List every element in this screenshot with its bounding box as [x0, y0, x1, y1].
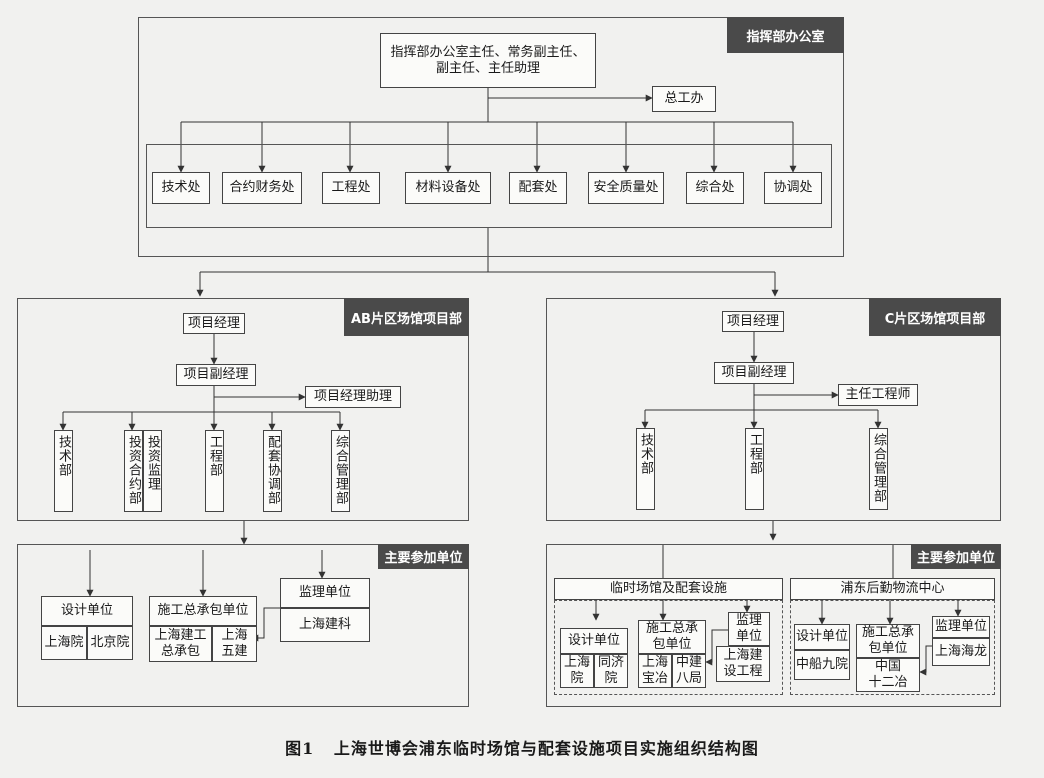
c-temp-design-unit: 设计单位: [560, 628, 628, 654]
hq-dept-materials: 材料设备处: [405, 172, 491, 204]
ab-dept-investment-contract: 投资合约部: [124, 430, 143, 512]
ab-contractor-shjg: 上海建工 总承包: [149, 626, 212, 662]
c-temp-venues-title: 临时场馆及配套设施: [554, 578, 783, 600]
ab-supervisor-unit: 监理单位: [280, 578, 370, 608]
ab-dept-investment-supervision-label: 投资监理: [145, 435, 160, 491]
ab-dept-supporting-coordination-label: 配套协调部: [265, 435, 280, 505]
ab-tag: AB片区场馆项目部: [344, 298, 469, 336]
c-logistics-supervisor-hailong: 上海海龙: [932, 638, 990, 666]
c-chief-engineer: 主任工程师: [838, 384, 918, 406]
ab-dept-investment-contract-label: 投资合约部: [126, 435, 141, 505]
hq-dept-supporting: 配套处: [509, 172, 567, 204]
hq-dept-contract-finance: 合约财务处: [222, 172, 302, 204]
c-logistics-contractor-mcc12: 中国 十二冶: [856, 658, 920, 692]
figure-caption: 图1 上海世博会浦东临时场馆与配套设施项目实施组织结构图: [0, 735, 1044, 759]
c-logistics-design-csic9: 中船九院: [794, 650, 850, 680]
hq-dept-coordination: 协调处: [764, 172, 822, 204]
c-temp-venues-group: [554, 600, 783, 695]
c-temp-contractor-zj8: 中建 八局: [672, 654, 706, 688]
c-units-tag: 主要参加单位: [911, 544, 1001, 569]
ab-units-frame: [17, 544, 469, 707]
c-dept-technical: 技术部: [636, 428, 655, 510]
hq-dept-engineering: 工程处: [322, 172, 380, 204]
c-dept-general-management-label: 综合管理部: [871, 433, 886, 503]
ab-dept-technical: 技术部: [54, 430, 73, 512]
c-deputy-manager: 项目副经理: [714, 362, 794, 384]
ab-design-unit: 设计单位: [41, 596, 133, 626]
ab-dept-investment-supervision: 投资监理: [143, 430, 162, 512]
c-units-frame: [546, 544, 1001, 707]
c-temp-design-sh: 上海 院: [560, 654, 594, 688]
hq-dept-safety-quality: 安全质量处: [588, 172, 664, 204]
c-temp-supervisor-shjs: 上海建 设工程: [716, 646, 770, 682]
figure-number: 图1: [285, 739, 315, 758]
c-temp-contractor-unit: 施工总承 包单位: [638, 620, 706, 654]
c-dept-engineering-label: 工程部: [747, 433, 762, 475]
ab-project-manager: 项目经理: [183, 313, 245, 334]
c-dept-engineering: 工程部: [745, 428, 764, 510]
ab-manager-assistant: 项目经理助理: [305, 386, 401, 408]
c-temp-design-tj: 同济 院: [594, 654, 628, 688]
c-dept-technical-label: 技术部: [638, 433, 653, 475]
ab-frame: [17, 298, 469, 521]
ab-dept-engineering: 工程部: [205, 430, 224, 512]
c-logistics-supervisor-unit: 监理单位: [932, 616, 990, 638]
c-logistics-contractor-unit: 施工总承 包单位: [856, 624, 920, 658]
ab-design-unit-sh: 上海院: [41, 626, 87, 660]
hq-departments-frame: [146, 144, 832, 228]
c-dept-general-management: 综合管理部: [869, 428, 888, 510]
ab-deputy-manager: 项目副经理: [176, 364, 256, 386]
ab-dept-general-management: 综合管理部: [331, 430, 350, 512]
figure-title: 上海世博会浦东临时场馆与配套设施项目实施组织结构图: [333, 739, 759, 758]
hq-dept-general: 综合处: [686, 172, 744, 204]
ab-dept-technical-label: 技术部: [56, 435, 71, 477]
ab-design-unit-bj: 北京院: [87, 626, 133, 660]
c-logistics-title: 浦东后勤物流中心: [790, 578, 995, 600]
c-temp-supervisor-unit: 监理 单位: [728, 612, 770, 646]
hq-dept-technical: 技术处: [152, 172, 210, 204]
c-logistics-group: [790, 600, 995, 695]
c-project-manager: 项目经理: [722, 311, 784, 332]
c-temp-contractor-baoye: 上海 宝冶: [638, 654, 672, 688]
hq-leader-box: 指挥部办公室主任、常务副主任、 副主任、主任助理: [380, 33, 596, 88]
hq-frame: [138, 17, 844, 257]
c-logistics-design-unit: 设计单位: [794, 624, 850, 650]
hq-tag: 指挥部办公室: [727, 17, 844, 53]
c-tag: C片区场馆项目部: [869, 298, 1001, 336]
ab-units-tag: 主要参加单位: [378, 544, 469, 569]
ab-contractor-sh5: 上海 五建: [212, 626, 257, 662]
c-frame: [546, 298, 1001, 521]
ab-dept-general-management-label: 综合管理部: [333, 435, 348, 505]
chief-engineer-office: 总工办: [652, 86, 716, 112]
ab-dept-engineering-label: 工程部: [207, 435, 222, 477]
ab-supervisor-shjk: 上海建科: [280, 608, 370, 642]
ab-dept-supporting-coordination: 配套协调部: [263, 430, 282, 512]
ab-contractor-unit: 施工总承包单位: [149, 596, 257, 626]
